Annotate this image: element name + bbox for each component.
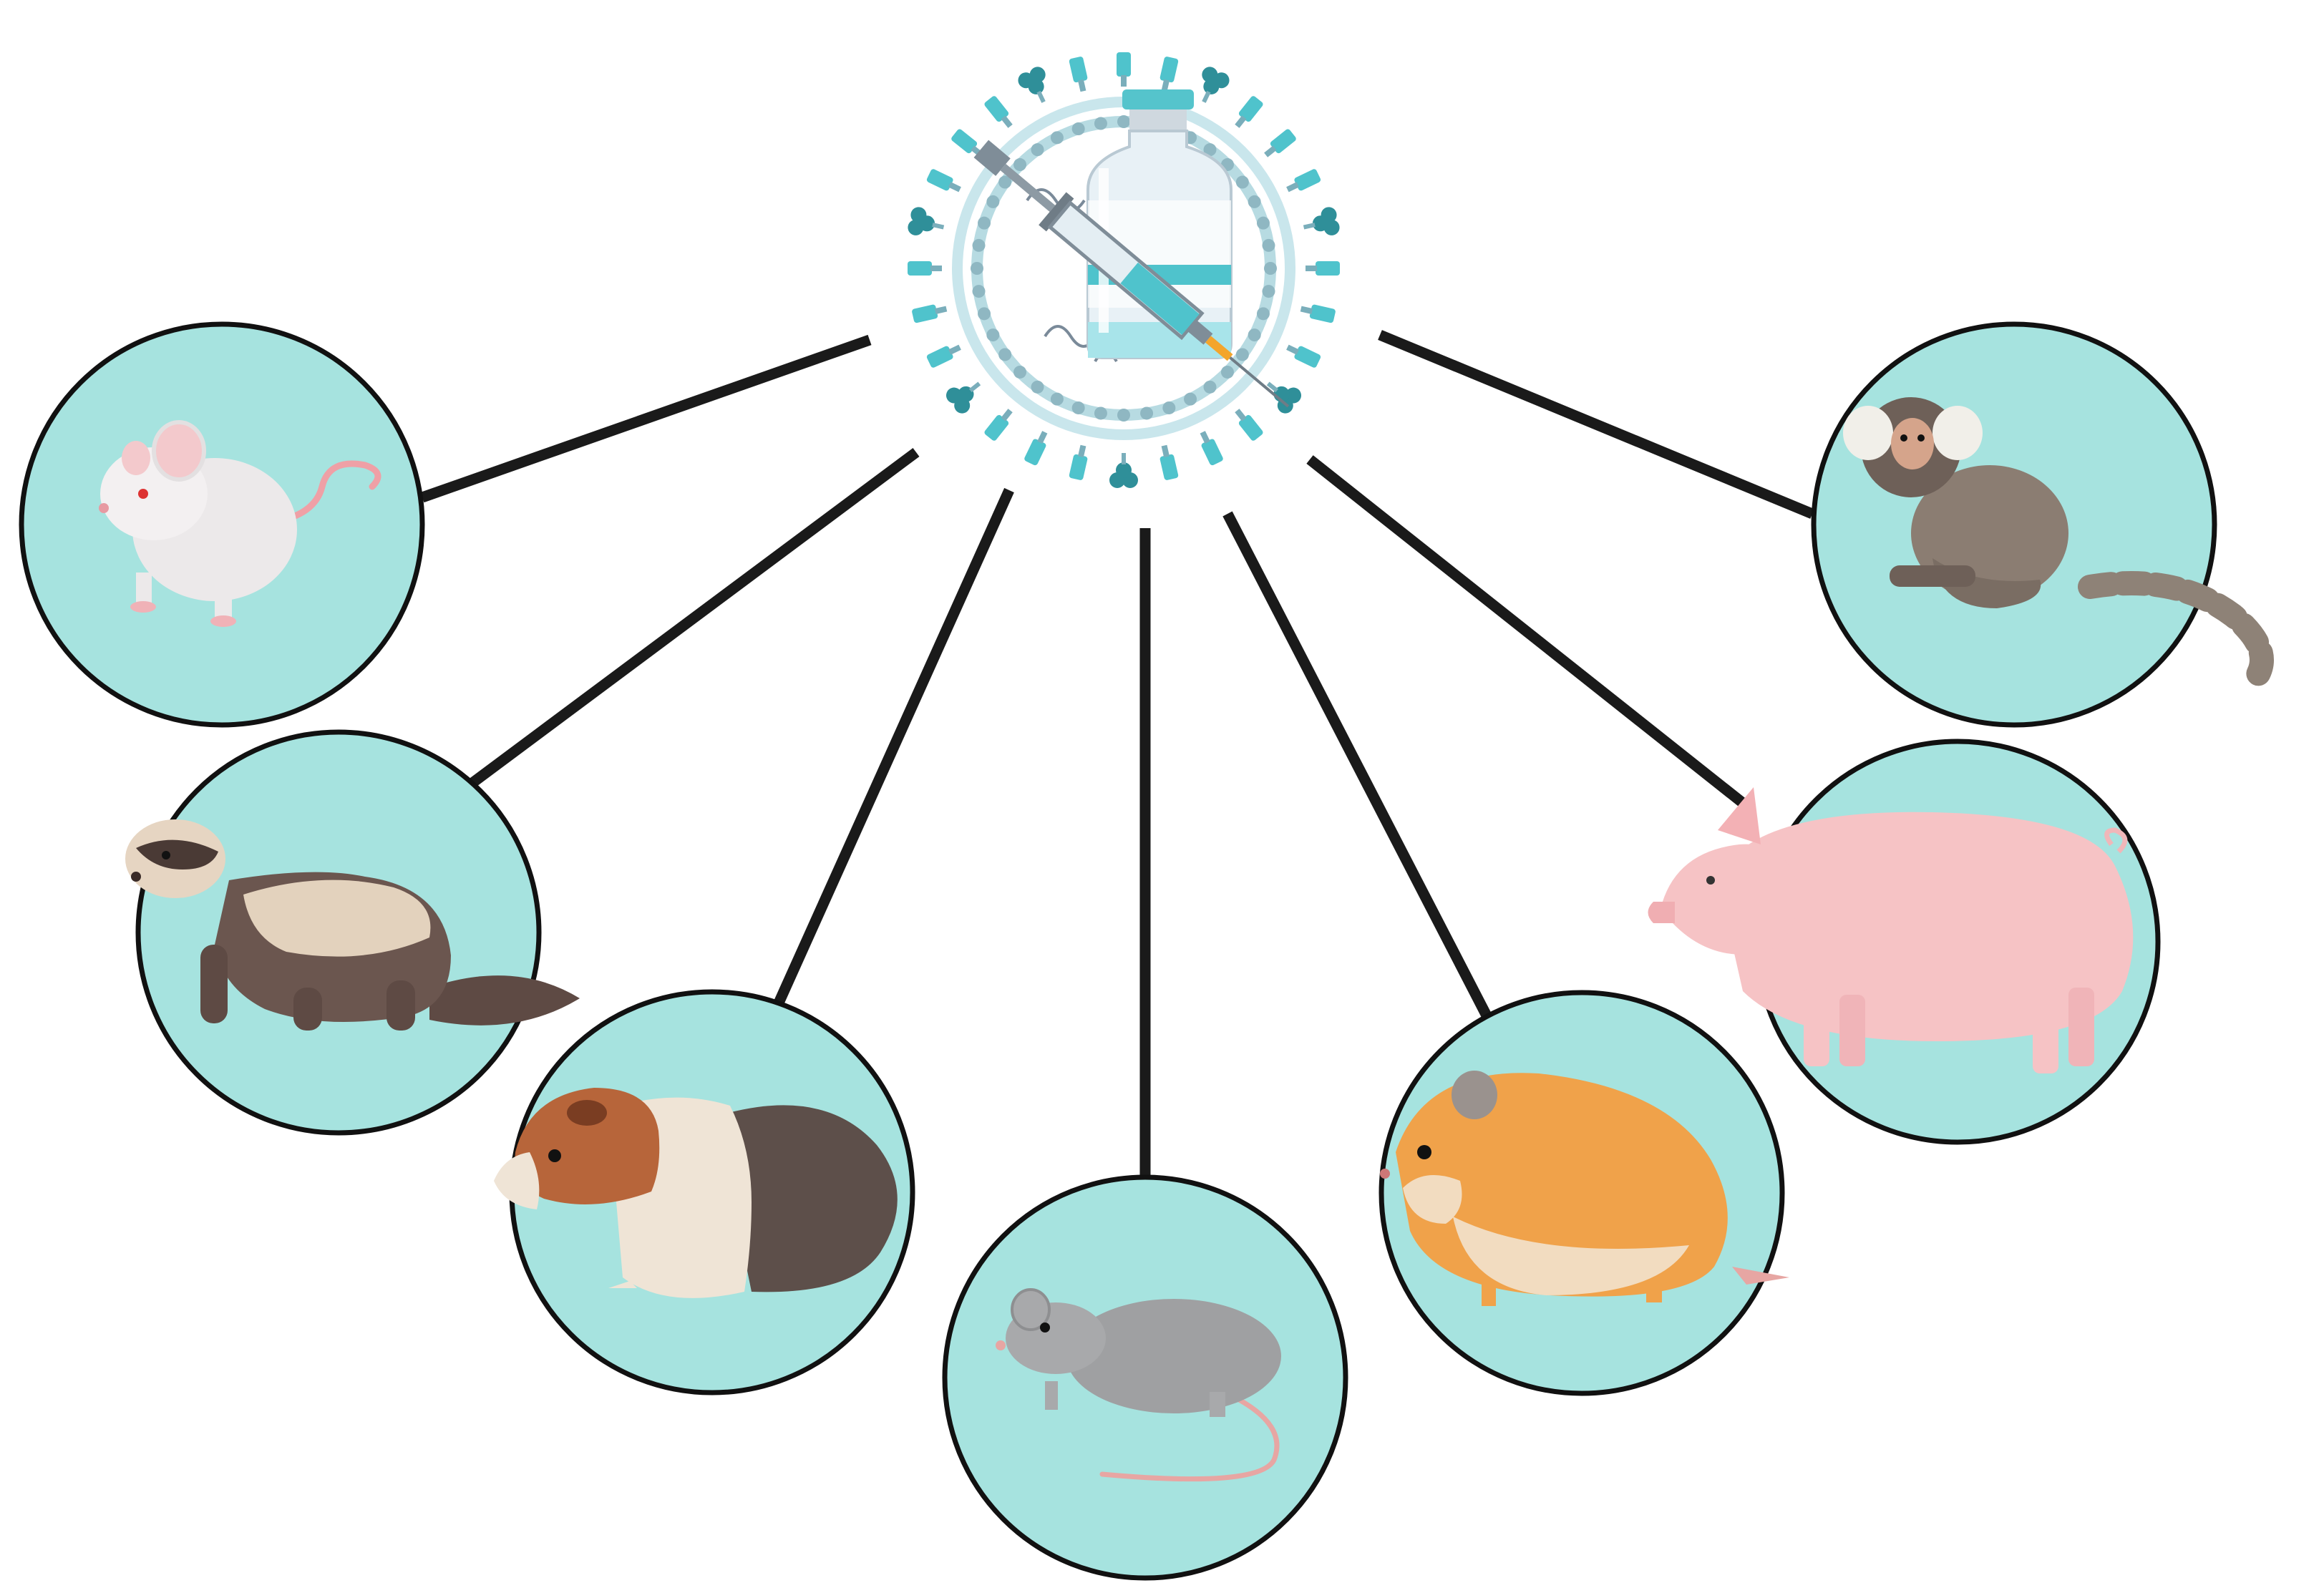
virus-envelope-dot [1256,216,1270,230]
virus-envelope-dot [1235,175,1249,189]
virus-envelope-dot [972,238,986,252]
virus-spike [943,372,988,417]
virus-envelope-dot [1050,131,1064,145]
virus-spike [1261,127,1298,161]
virus-envelope-dot [1262,238,1275,252]
virus-envelope-dot [1013,365,1027,379]
virus-envelope-dot [1235,348,1249,361]
connector-guinea-pig [772,487,1014,1010]
virus-envelope-dot [1094,117,1107,130]
virus-spike [983,406,1016,442]
virus-spike [1231,406,1265,442]
white-mouse-icon [99,420,381,627]
virus-spike [1157,56,1179,93]
virus-envelope-dot [1140,406,1154,420]
virus-envelope-dot [1162,401,1176,414]
virus-spike [925,167,963,196]
virus-envelope-dot [1071,401,1085,414]
virus-envelope-dot [1248,328,1261,342]
virus-envelope-dot [978,216,991,230]
syringe-icon [973,140,1290,408]
rat-icon [996,1288,1281,1482]
virus-envelope-dot [1256,307,1270,321]
virus-spike [1015,64,1057,109]
pig-icon [1648,787,2134,1073]
virus-spike [1284,341,1322,369]
virus-envelope-dot [1262,285,1275,298]
connector-marmoset [1378,330,1814,519]
connector-hamster [1222,511,1494,1023]
virus-envelope-dot [978,307,991,321]
virus-envelope-dot [1264,262,1277,275]
virus-envelope-dot [998,348,1012,361]
virus-envelope-dot [986,195,1000,208]
virus-spike [1117,52,1131,87]
virus-envelope-dot [971,262,983,275]
hamster-icon [1380,1071,1789,1306]
ferret-icon [125,819,580,1031]
virus-vaccine-icon [906,52,1341,488]
virus-spike [983,94,1016,131]
virus-envelope-dot [1071,122,1085,136]
marmoset-icon [1843,397,2274,692]
virus-envelope-dot [1117,409,1130,422]
virus-envelope-dot [1094,406,1107,420]
virus-envelope-dot [1203,143,1217,157]
virus-spike [1069,444,1091,481]
virus-spike [911,301,948,323]
virus-envelope-dot [1248,195,1261,208]
connector-ferret [463,447,920,792]
virus-spike [1284,167,1322,196]
virus-envelope-dot [1050,392,1064,406]
virus-envelope-dot [1220,365,1234,379]
virus-spike [1231,94,1265,131]
connector-lines [420,330,1814,1179]
virus-spike [1023,429,1051,467]
connector-mouse [420,334,872,503]
virus-envelope-dot [972,285,986,298]
guinea-pig-icon [494,1088,898,1298]
virus-envelope-dot [1031,143,1044,157]
virus-spike [908,261,942,276]
virus-spike [1190,64,1233,109]
virus-envelope-dot [1117,115,1130,128]
virus-envelope-dot [1013,158,1027,172]
virus-spike [1306,261,1340,276]
virus-envelope-dot [1031,380,1044,394]
virus-spike [1259,372,1305,417]
virus-spike [1299,301,1336,323]
virus-envelope-dot [986,328,1000,342]
virus-envelope-dot [1184,392,1197,406]
virus-spike [906,205,947,242]
virus-spike [1157,444,1179,481]
virus-spike [1069,56,1091,93]
virus-envelope-dot [1203,380,1217,394]
virus-spike [925,341,963,369]
virus-spike [1109,453,1138,488]
virus-spike [1300,205,1341,242]
virus-spike [1196,429,1225,467]
virus-envelope-dot [998,175,1012,189]
connector-pig [1306,455,1754,813]
